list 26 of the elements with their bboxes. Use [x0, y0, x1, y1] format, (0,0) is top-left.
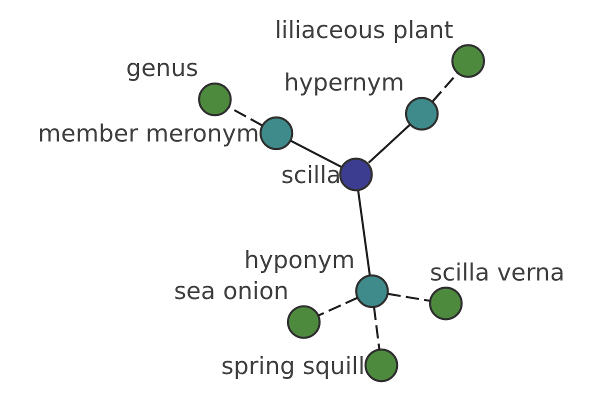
node-label: spring squill: [220, 352, 364, 380]
node-label: scilla: [280, 160, 341, 189]
node-label: genus: [126, 54, 198, 82]
node-circle: [354, 274, 388, 308]
node-label: sea onion: [173, 276, 288, 305]
connector: [317, 296, 358, 316]
node-circle: [428, 286, 462, 320]
node-label: liliaceous plant: [274, 16, 453, 44]
connector: [372, 306, 380, 350]
node-label: scilla verna: [429, 258, 564, 286]
node-circle: [364, 348, 398, 382]
node-circle: [259, 116, 293, 150]
connector: [356, 190, 370, 276]
node-circle: [286, 305, 320, 339]
node-label: hypernym: [283, 68, 404, 97]
node-label: hyponym: [244, 246, 354, 274]
connector: [431, 72, 458, 102]
node-circle: [338, 158, 372, 192]
connector: [228, 106, 262, 126]
connector: [367, 124, 410, 164]
node-label: member meronym: [37, 120, 259, 148]
connector: [290, 140, 342, 168]
node-circle: [404, 96, 438, 131]
node-circle: [198, 82, 232, 116]
connector: [387, 292, 430, 302]
node-circle: [450, 44, 485, 78]
